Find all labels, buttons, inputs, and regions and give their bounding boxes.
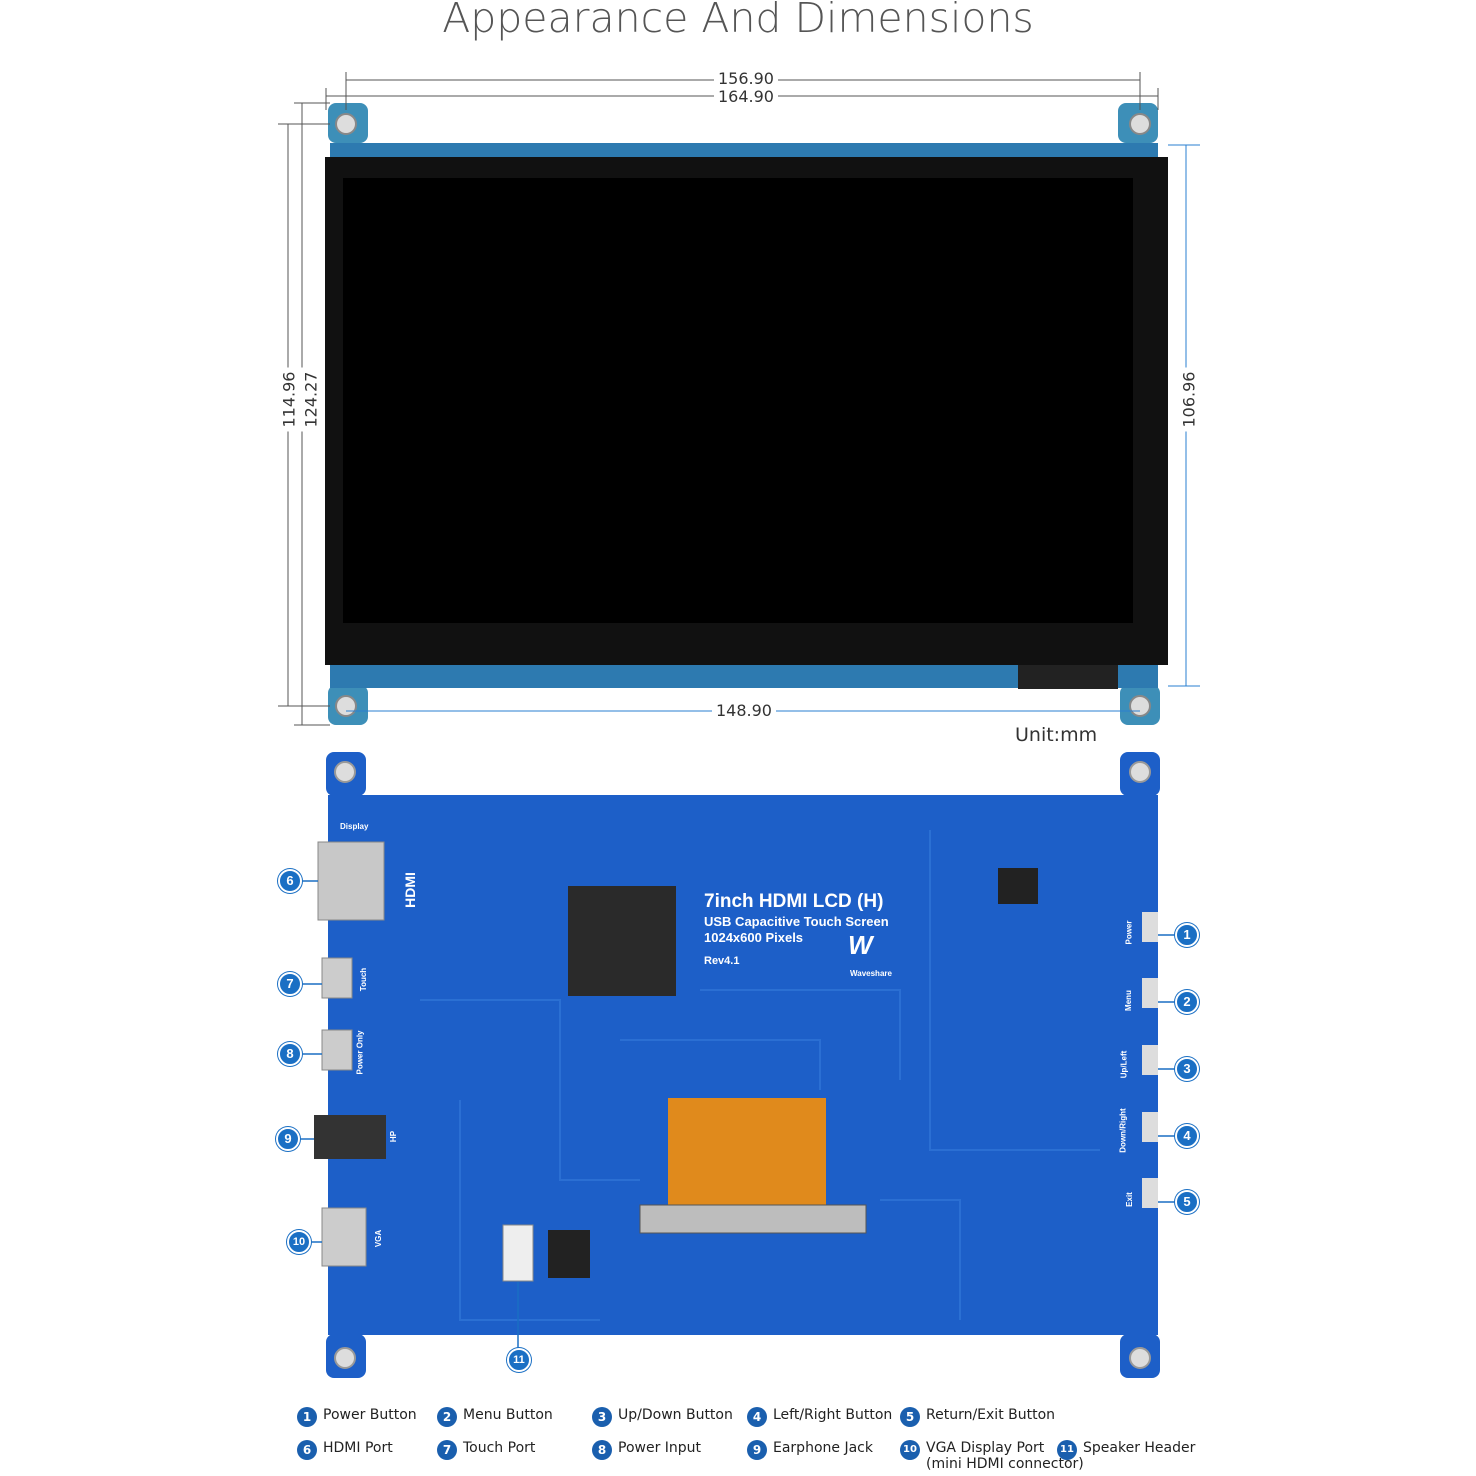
touch-port — [321, 957, 353, 999]
waveshare-logo: W — [848, 930, 873, 960]
callout-10: 10 — [287, 1230, 311, 1254]
hdmi-port — [317, 841, 385, 921]
mount-hole — [335, 695, 357, 717]
dim-left-outer: 124.27 — [301, 367, 321, 432]
back-view — [298, 752, 1176, 1378]
unit-label: Unit:mm — [1015, 724, 1098, 746]
callout-1: 1 — [1175, 923, 1199, 947]
page-title: Appearance And Dimensions — [442, 0, 1034, 42]
speaker-header — [502, 1224, 534, 1282]
legend-note: (mini HDMI connector) — [926, 1456, 1084, 1472]
vga-port — [321, 1207, 367, 1267]
silk-menu: Menu — [1123, 990, 1133, 1011]
callout-11: 11 — [507, 1348, 531, 1372]
board-subtitle: USB Capacitive Touch Screen — [704, 914, 889, 929]
mount-hole — [1129, 695, 1151, 717]
callout-2: 2 — [1175, 990, 1199, 1014]
board-resolution: 1024x600 Pixels — [704, 930, 804, 945]
brand-name: Waveshare — [850, 969, 892, 978]
callout-8: 8 — [278, 1042, 302, 1066]
fpc-cable — [668, 1098, 826, 1206]
silk-vga: VGA — [374, 1229, 384, 1248]
silk-down-right: Down/Right — [1118, 1108, 1128, 1153]
dim-bottom: 148.90 — [712, 701, 776, 720]
board-revision: Rev4.1 — [704, 955, 740, 967]
chip — [998, 868, 1038, 904]
silk-power: Power — [1124, 920, 1134, 945]
dim-left-inner: 114.96 — [279, 367, 299, 432]
front-view — [278, 72, 1200, 726]
mount-hole — [335, 113, 357, 135]
callout-7: 7 — [278, 972, 302, 996]
silk-exit: Exit — [1124, 1192, 1134, 1207]
silk-hdmi: HDMI — [401, 872, 418, 908]
silk-up-left: Up/Left — [1119, 1050, 1129, 1079]
dim-top-inner: 156.90 — [714, 69, 778, 88]
earphone-jack — [314, 1115, 386, 1159]
callout-6: 6 — [278, 869, 302, 893]
dim-top-outer: 164.90 — [714, 87, 778, 106]
fpc-stiffener — [639, 1204, 867, 1234]
silk-display: Display — [340, 822, 369, 831]
board-product: 7inch HDMI LCD (H) — [704, 891, 884, 912]
callout-5: 5 — [1175, 1190, 1199, 1214]
callout-4: 4 — [1175, 1124, 1199, 1148]
silk-power-only: Power Only — [355, 1030, 365, 1075]
fpc-connector — [1018, 665, 1118, 689]
mount-hole — [1129, 113, 1151, 135]
callout-3: 3 — [1175, 1057, 1199, 1081]
main-chip — [568, 886, 676, 996]
silk-hp: HP — [389, 1130, 399, 1143]
screen-active-area — [343, 178, 1133, 623]
power-port — [321, 1029, 353, 1071]
chip — [548, 1230, 590, 1278]
silk-touch: Touch — [359, 967, 369, 992]
dim-right: 106.96 — [1179, 367, 1199, 432]
callout-9: 9 — [276, 1127, 300, 1151]
